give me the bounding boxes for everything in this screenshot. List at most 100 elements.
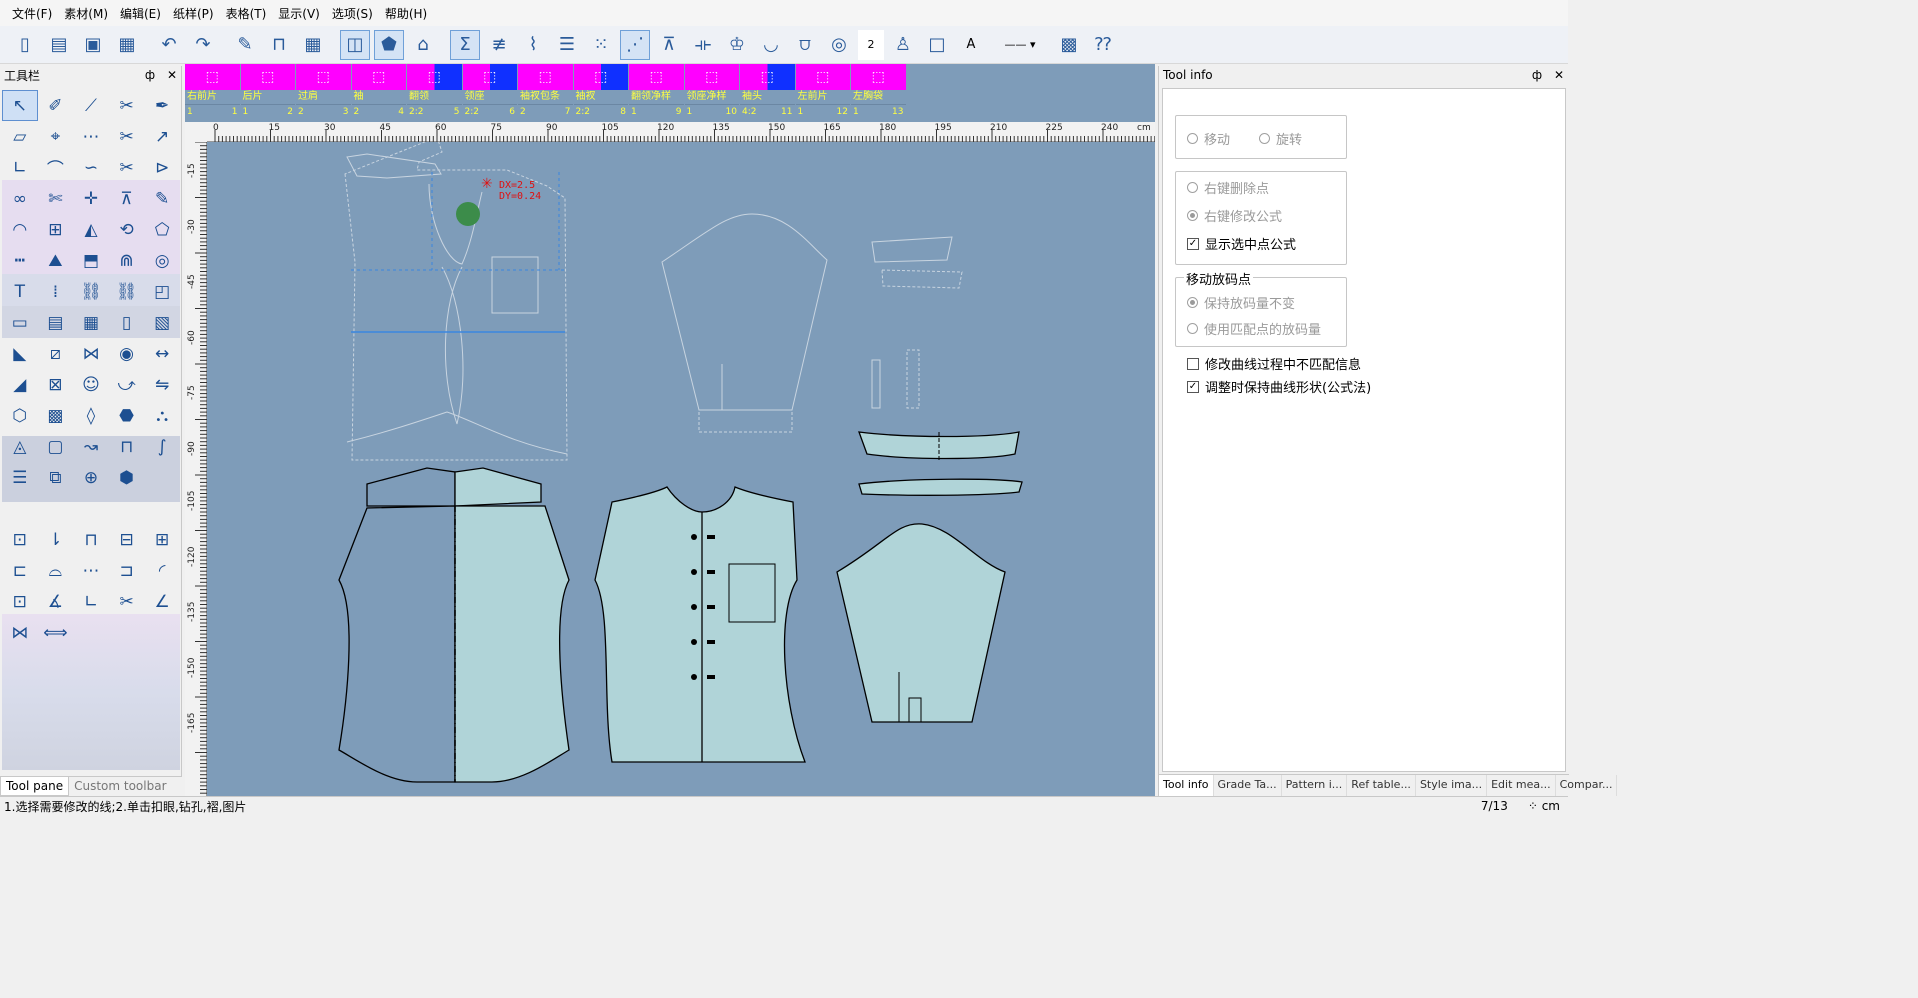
pages-icon[interactable]: ⧉: [49, 467, 62, 488]
skirt-icon[interactable]: ⋒: [119, 250, 134, 271]
tab-tool-pane[interactable]: Tool pane: [0, 777, 70, 796]
tab-custom-toolbar[interactable]: Custom toolbar: [74, 779, 167, 793]
rotate2-icon[interactable]: ⤻: [117, 374, 136, 395]
intersect-icon[interactable]: ✛: [83, 188, 99, 209]
piece-tool-icon[interactable]: ▭: [11, 312, 28, 333]
right-delete-radio[interactable]: 右键删除点: [1187, 178, 1269, 197]
table-icon[interactable]: ▦: [304, 34, 322, 55]
grid-tool-icon[interactable]: ⊞: [48, 219, 63, 240]
undo-icon[interactable]: ↶: [161, 34, 177, 55]
cup-icon[interactable]: ⩌: [799, 34, 811, 55]
grade-h-icon[interactable]: ⋈: [11, 622, 29, 643]
corner-tool-icon[interactable]: ∟: [12, 157, 27, 178]
line-style-select[interactable]: —— ▾: [1004, 38, 1036, 51]
grade-angle-icon[interactable]: ∡: [47, 591, 64, 612]
mountain-icon[interactable]: ⛰: [48, 250, 63, 271]
scissors-tool-icon[interactable]: ✂: [119, 126, 134, 147]
protractor-icon[interactable]: ◠: [12, 219, 28, 240]
cube-icon[interactable]: ⬣: [119, 405, 134, 426]
graph-icon[interactable]: ⋰: [620, 29, 650, 60]
line-width-field[interactable]: 2: [858, 29, 884, 60]
yoke-piece[interactable]: [366, 467, 542, 507]
target-icon[interactable]: ⊕: [83, 467, 99, 488]
grade-scissor-icon[interactable]: ✂: [119, 591, 134, 612]
link2-icon[interactable]: ⛓: [115, 281, 138, 302]
tag-icon[interactable]: ⊳: [155, 157, 170, 178]
front-piece[interactable]: [594, 486, 806, 763]
fold-icon[interactable]: ⧄: [49, 343, 61, 364]
sleeve-tool-icon[interactable]: ▯: [121, 312, 132, 333]
shirt-tool-icon[interactable]: ⬒: [82, 250, 100, 271]
texture-icon[interactable]: ▦: [82, 312, 100, 333]
menu-item[interactable]: 表格(T): [225, 6, 267, 21]
dots-tool-icon[interactable]: ⁞: [52, 281, 59, 302]
grade-corner-icon[interactable]: ∟: [83, 591, 99, 612]
vest-icon[interactable]: ⬡: [12, 405, 28, 426]
bulb-icon[interactable]: ♙: [894, 34, 912, 55]
text-tool-icon[interactable]: T: [14, 281, 25, 302]
grade-notch-icon[interactable]: ⊐: [119, 560, 134, 581]
film-icon[interactable]: ▩: [1060, 34, 1078, 55]
measure-icon[interactable]: ⟛: [694, 34, 712, 55]
color-wheel-icon[interactable]: ◎: [831, 34, 847, 55]
button-icon[interactable]: ◉: [119, 343, 134, 364]
grade-dots-icon[interactable]: ⋯: [82, 560, 100, 581]
close-icon[interactable]: ✕: [1553, 68, 1564, 82]
width-icon[interactable]: ↔: [155, 343, 170, 364]
cut-tool-icon[interactable]: ✂: [119, 95, 134, 116]
close-icon[interactable]: ✕: [166, 68, 177, 82]
grade-curve-icon[interactable]: ⌓: [48, 560, 63, 581]
menu-item[interactable]: 显示(V): [278, 6, 320, 21]
layers-icon[interactable]: ☰: [558, 34, 576, 55]
grid2-icon[interactable]: ⊠: [48, 374, 63, 395]
shoe-icon[interactable]: ◬: [13, 436, 27, 457]
shirt2-icon[interactable]: ◊: [86, 405, 96, 426]
line-tool-icon[interactable]: ⟋: [85, 95, 97, 116]
tool-info-tab[interactable]: Pattern i...: [1282, 775, 1348, 796]
plotter-icon[interactable]: ⊓: [271, 34, 287, 55]
house-icon[interactable]: ⌂: [417, 34, 429, 55]
move-radio[interactable]: 移动: [1187, 129, 1230, 148]
smart-pen-icon[interactable]: ⌖: [50, 126, 61, 147]
line-arrow-icon[interactable]: ↝: [83, 436, 99, 457]
keep-grading-radio[interactable]: 保持放码量不变: [1187, 293, 1295, 312]
redo-icon[interactable]: ↷: [195, 34, 211, 55]
collar-pieces[interactable]: [858, 431, 1023, 496]
grade-view-icon[interactable]: ⊟: [119, 529, 134, 550]
tool-info-tab[interactable]: Ref table...: [1347, 775, 1416, 796]
vest2-icon[interactable]: ▩: [47, 405, 64, 426]
pattern-drawing[interactable]: ✳ DX=2.5 DY=0.24: [207, 142, 1155, 796]
tile-icon[interactable]: ▢: [47, 436, 64, 457]
brush-icon[interactable]: ⌇: [528, 34, 538, 55]
link-icon[interactable]: ⛓: [80, 281, 102, 302]
sewing-icon[interactable]: ⊓: [119, 436, 134, 457]
fan-icon[interactable]: ⛬: [156, 405, 169, 426]
no-match-info-checkbox[interactable]: 修改曲线过程中不匹配信息: [1187, 354, 1361, 373]
pin-icon[interactable]: ф: [1531, 68, 1543, 82]
menu-item[interactable]: 素材(M): [64, 6, 108, 21]
crown-icon[interactable]: ♔: [728, 34, 746, 55]
square-icon[interactable]: □: [928, 34, 946, 55]
select-arrow-icon[interactable]: ↖: [2, 90, 38, 121]
pencil-plus-icon[interactable]: ✎: [155, 188, 170, 209]
pen-icon[interactable]: ✎: [237, 34, 253, 55]
snake-icon[interactable]: ∫: [157, 436, 167, 457]
scissors-icon[interactable]: ✂: [119, 157, 134, 178]
grade-point-icon[interactable]: ⊡: [12, 529, 27, 550]
piece-icon[interactable]: ⊼: [662, 34, 676, 55]
arrow-tool-icon[interactable]: ↗: [155, 126, 170, 147]
grade-arc-icon[interactable]: ◜: [158, 560, 166, 581]
menu-item[interactable]: 纸样(P): [172, 6, 214, 21]
pen-tool-icon[interactable]: ✒: [155, 95, 170, 116]
grade-piece-icon[interactable]: ⊓: [84, 529, 98, 550]
glasses-icon[interactable]: ∞: [12, 188, 27, 209]
